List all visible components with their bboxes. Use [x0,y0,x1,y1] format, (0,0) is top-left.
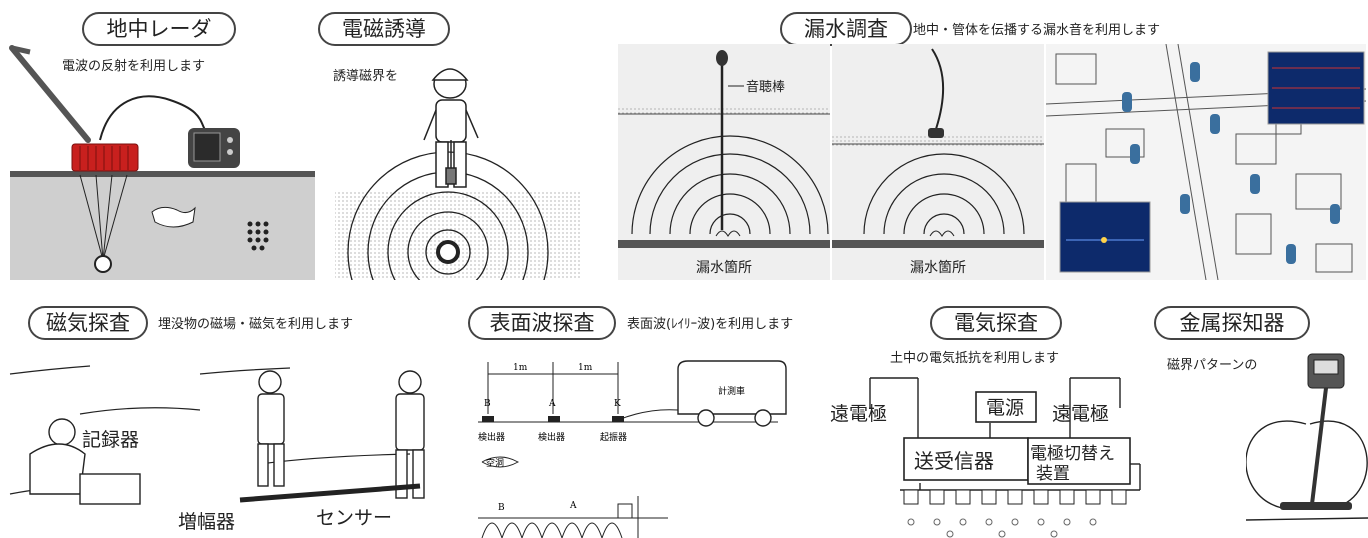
em-diagram [335,68,580,280]
em-caption: 誘導磁界を [333,69,399,84]
gpr-rebar-dots [247,221,269,251]
elec-switch-box [1027,437,1131,485]
wave-pt-a-2: A [569,501,577,511]
gpr-ground [10,175,315,280]
elec-tx-label: 送受信器 [914,449,994,473]
mag-caption: 埋没物の磁場・磁気を利用します [158,317,354,332]
metal-diagram [1246,353,1368,521]
leak-mic [928,128,944,138]
wave-label-1: 検出器 [478,431,505,443]
wave-dist-2: 1m [578,363,593,373]
leak-label-1: 漏水箇所 [696,259,752,276]
leak-panel-mic: 漏水箇所 [832,44,1044,280]
mag-sensor-bar [239,483,421,503]
wave-pt-b: B [484,399,491,409]
mag-recorder-label: 記録器 [82,429,139,451]
elec-switch-label-1: 電極切替え [1030,444,1115,464]
mag-sensor-label: センサー [316,507,392,529]
elec-far-right: 遠電極 [1052,403,1109,425]
gpr-title: 地中レーダ [82,12,236,46]
gpr-pipe [94,255,112,273]
wave-diagram: 1m 1m B A K 検出器 検出器 起振器 計測車 空洞 B A [478,360,787,538]
leak-title: 漏水調査 [780,12,912,46]
mag-diagram: 記録器 増幅器 センサー [9,365,425,533]
wave-title: 表面波探査 [468,306,616,340]
mag-title: 磁気探査 [28,306,148,340]
elec-title: 電気探査 [930,306,1062,340]
leak-caption: 地中・管体を伝播する漏水音を利用します [913,23,1161,38]
elec-diagram: 遠電極 遠電極 電源 送受信器 電極切替え 装置 [830,377,1141,538]
wave-cavity-label: 空洞 [486,457,504,469]
elec-far-left: 遠電極 [830,403,887,425]
em-title: 電磁誘導 [318,12,450,46]
em-pipe [436,240,460,264]
elec-power-box [975,391,1037,423]
metal-caption: 磁界パターンの [1167,358,1258,373]
elec-tx-box [903,437,1029,481]
mag-worker-2 [395,370,425,499]
wave-caption: 表面波(ﾚｲﾘｰ波)を利用します [627,317,794,332]
gpr-caption: 電波の反射を利用します [62,59,206,74]
mag-worker-sitting [29,418,141,505]
em-worker [423,68,479,188]
leak-map-screen-bottom [1059,201,1151,273]
wave-dist-1: 1m [513,363,528,373]
wave-pt-b-2: B [498,503,505,513]
wave-pt-a: A [548,399,556,409]
wave-pt-k: K [614,399,621,409]
elec-power-label: 電源 [986,397,1024,419]
gpr-diagram [9,45,315,280]
metal-title: 金属探知器 [1154,306,1310,340]
leak-map-markers [1122,62,1340,264]
wave-truck [677,360,787,427]
leak-rod-label: 音聴棒 [746,79,785,95]
wave-label-2: 検出器 [538,431,565,443]
mag-amp-label: 増幅器 [178,511,235,533]
elec-caption: 土中の電気抵抗を利用します [890,351,1060,366]
leak-map [1046,44,1366,280]
wave-truck-label: 計測車 [718,385,745,397]
leak-panel-rod: 音聴棒 漏水箇所 [618,44,830,280]
wave-label-3: 起振器 [600,431,627,443]
metal-coil [1280,502,1352,510]
gpr-handle [9,45,91,143]
elec-switch-label-2: 装置 [1036,464,1070,484]
leak-label-2: 漏水箇所 [910,259,966,276]
mag-worker-1 [257,370,285,487]
metal-detector [1307,353,1345,389]
